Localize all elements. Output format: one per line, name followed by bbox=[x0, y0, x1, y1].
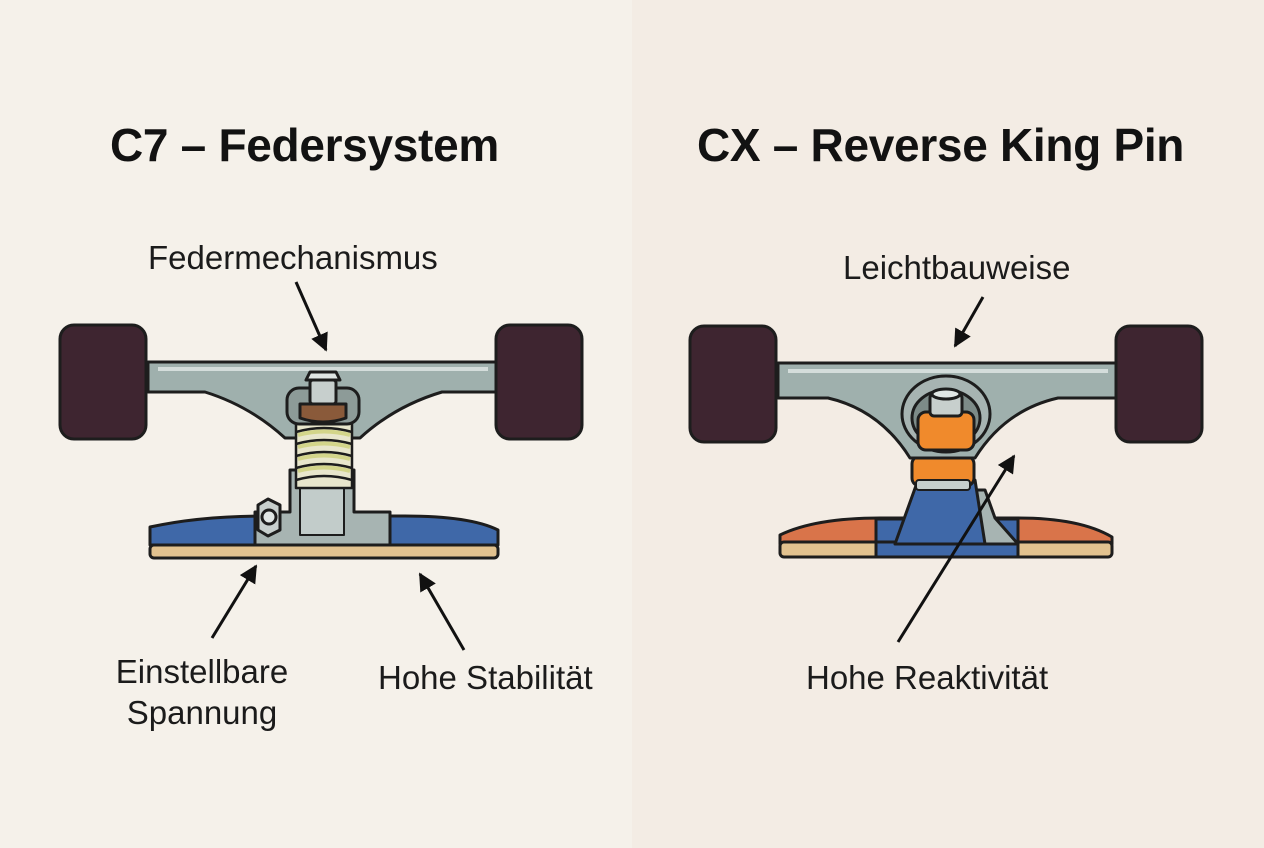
arrow-spring-mechanism bbox=[294, 281, 328, 352]
arrow-lightweight bbox=[953, 296, 985, 348]
label-adjustable-tension-line1: Einstellbare bbox=[115, 653, 289, 690]
cx-wheel-left bbox=[688, 324, 778, 444]
cx-title: CX – Reverse King Pin bbox=[697, 119, 1185, 171]
c7-deck-strip bbox=[148, 543, 500, 560]
label-high-stability: Hohe Stabilität bbox=[378, 659, 593, 696]
c7-adjust-bolt bbox=[256, 497, 282, 538]
c7-wheel-left bbox=[58, 323, 148, 441]
c7-wheel-right bbox=[494, 323, 584, 441]
arrow-high-reactivity bbox=[896, 454, 1016, 643]
cx-bushing-upper bbox=[916, 410, 976, 452]
label-lightweight: Leichtbauweise bbox=[843, 249, 1071, 286]
label-spring-mechanism: Federmechanismus bbox=[148, 239, 438, 276]
c7-truck bbox=[58, 323, 584, 560]
c7-title: C7 – Federsystem bbox=[110, 119, 499, 171]
label-high-reactivity: Hohe Reaktivität bbox=[806, 659, 1049, 696]
label-adjustable-tension-line2: Spannung bbox=[126, 694, 278, 731]
cx-truck bbox=[688, 324, 1204, 559]
arrow-adjustable-tension bbox=[210, 564, 258, 639]
c7-spring bbox=[294, 420, 354, 490]
arrow-high-stability bbox=[418, 572, 466, 651]
cx-wheel-right bbox=[1114, 324, 1204, 444]
